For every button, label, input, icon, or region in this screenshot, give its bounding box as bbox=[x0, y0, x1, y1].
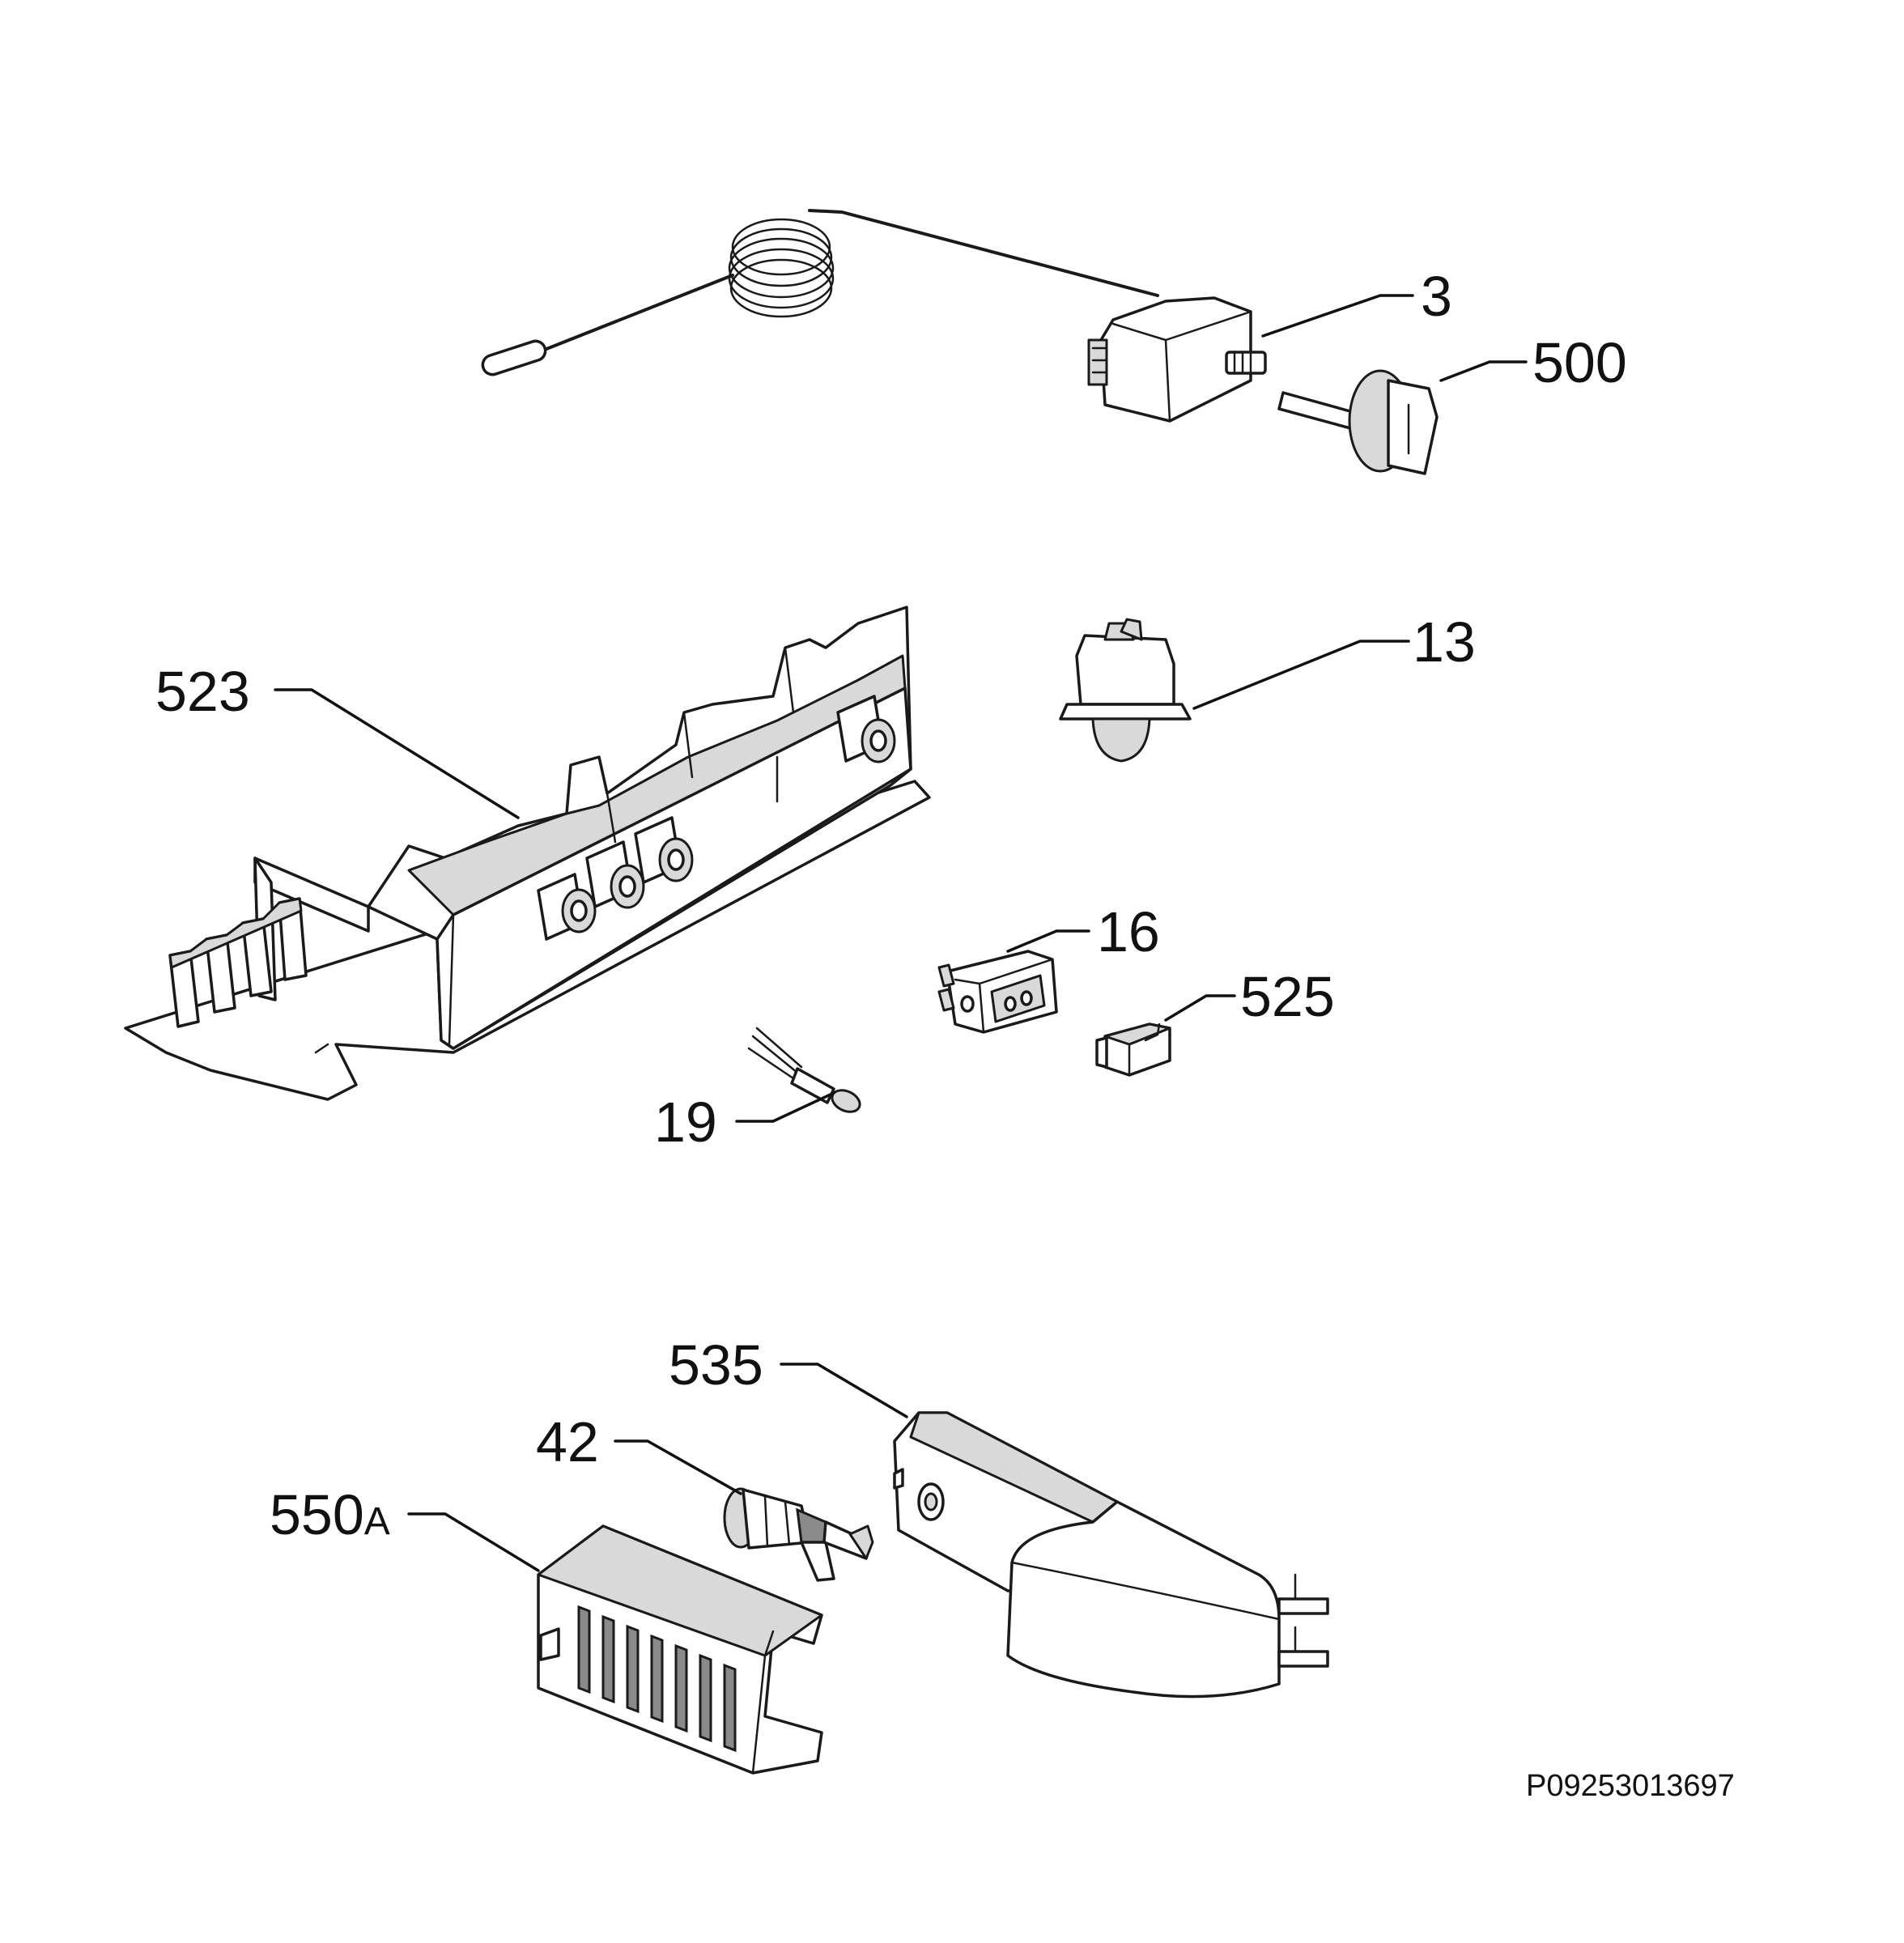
leader-535 bbox=[780, 1363, 908, 1418]
leader-523 bbox=[274, 688, 520, 819]
thermostat-part bbox=[481, 209, 1267, 423]
control-housing-part bbox=[124, 606, 931, 1101]
lamp-body bbox=[790, 1067, 835, 1104]
callout-525: 525 bbox=[1240, 965, 1335, 1028]
leader-525 bbox=[1164, 994, 1236, 1022]
callout-42: 42 bbox=[536, 1410, 599, 1473]
callout-535: 535 bbox=[669, 1333, 763, 1397]
callout-3: 3 bbox=[1421, 265, 1452, 328]
grille-slots bbox=[577, 1605, 737, 1753]
leader-550a bbox=[407, 1512, 540, 1572]
rocker-switch-button bbox=[990, 974, 1046, 1023]
small-cap-part bbox=[1095, 1023, 1171, 1077]
leader-500 bbox=[1439, 360, 1528, 382]
leader-42 bbox=[614, 1439, 742, 1495]
callout-labels: 3 500 13 523 16 525 19 535 42 550A bbox=[155, 265, 1627, 1546]
knob-spindle bbox=[1277, 391, 1358, 431]
switch-bezel bbox=[1059, 703, 1192, 721]
rocker-switch-part bbox=[937, 950, 1058, 1034]
lamp-holder-part bbox=[723, 1487, 874, 1582]
leader-16 bbox=[1006, 929, 1090, 953]
lamp-part bbox=[747, 1027, 861, 1113]
capillary-tube-right bbox=[808, 209, 1159, 297]
capillary-coil bbox=[728, 218, 835, 318]
callout-13: 13 bbox=[1413, 610, 1476, 674]
callout-19: 19 bbox=[654, 1091, 717, 1154]
leader-3 bbox=[1261, 294, 1414, 338]
lamp-housing-terminal bbox=[1277, 1597, 1329, 1615]
lamp-housing-part bbox=[893, 1411, 1329, 1699]
housing-bosses bbox=[537, 695, 896, 941]
switch-button bbox=[1091, 717, 1151, 763]
knob-head bbox=[1387, 379, 1439, 475]
callout-523: 523 bbox=[155, 660, 250, 723]
knob-part bbox=[1277, 369, 1439, 475]
reference-code: P09253013697 bbox=[1526, 1769, 1735, 1803]
switch-housing bbox=[1075, 634, 1175, 706]
callout-550a: 550A bbox=[270, 1483, 390, 1546]
thermostat-shaft bbox=[1225, 351, 1267, 375]
leader-19 bbox=[735, 1091, 835, 1123]
leader-lines bbox=[274, 294, 1528, 1572]
housing-clips bbox=[168, 897, 308, 1028]
callout-500: 500 bbox=[1532, 331, 1627, 394]
grille-cover-part bbox=[537, 1524, 823, 1775]
leader-13 bbox=[1192, 640, 1410, 710]
lamp-housing-cover bbox=[1006, 1500, 1281, 1699]
callout-16: 16 bbox=[1097, 900, 1160, 963]
door-switch-part bbox=[1059, 618, 1192, 763]
sensor-bulb bbox=[481, 339, 547, 376]
